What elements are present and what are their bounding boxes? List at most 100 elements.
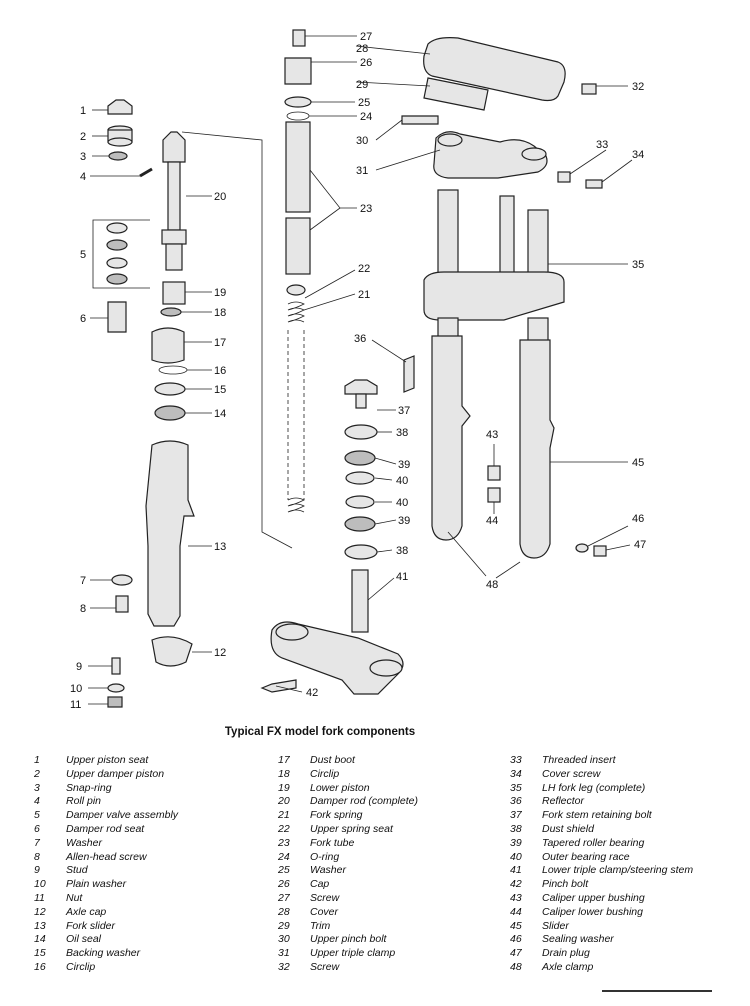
legend-number: 18 xyxy=(278,767,290,780)
leader-lines xyxy=(88,35,633,705)
legend-number: 14 xyxy=(34,933,46,946)
legend-label: Caliper lower bushing xyxy=(542,905,643,918)
legend-number: 32 xyxy=(278,960,290,973)
legend-label: Axle clamp xyxy=(542,960,594,973)
legend-number: 27 xyxy=(278,891,290,904)
legend-label: Screw xyxy=(310,891,340,904)
legend-number: 48 xyxy=(510,960,522,973)
legend-item: 8 Allen-head screw xyxy=(34,851,178,865)
callout-48: 48 xyxy=(486,579,498,591)
callout-labels: 1 2 3 4 5 6 7 8 9 10 11 12 13 14 15 16 1… xyxy=(70,31,646,711)
legend-label: Trim xyxy=(310,919,331,932)
callout-19: 19 xyxy=(214,287,226,299)
legend-label: Allen-head screw xyxy=(66,850,147,863)
callout-26: 26 xyxy=(360,57,372,69)
legend-label: Damper rod (complete) xyxy=(310,795,418,808)
callout-7: 7 xyxy=(80,575,86,587)
legend-label: Oil seal xyxy=(66,933,102,946)
callout-18: 18 xyxy=(214,307,226,319)
legend-item: 9 Stud xyxy=(34,864,178,878)
legend-number: 36 xyxy=(510,795,522,808)
callout-39b: 39 xyxy=(398,515,410,527)
legend-label: Roll pin xyxy=(66,795,102,808)
legend-label: Caliper upper bushing xyxy=(542,891,645,904)
callout-37: 37 xyxy=(398,405,410,417)
damper-rod-assembly xyxy=(92,99,195,708)
callout-33: 33 xyxy=(596,139,608,151)
legend-label: Stud xyxy=(66,864,88,877)
legend-number: 8 xyxy=(34,850,40,863)
callout-42: 42 xyxy=(306,687,318,699)
callout-23: 23 xyxy=(360,203,372,215)
legend-item: 24 O-ring xyxy=(278,851,418,865)
callout-38: 38 xyxy=(396,427,408,439)
callout-13: 13 xyxy=(214,541,226,553)
legend-label: O-ring xyxy=(310,850,340,863)
legend-item: 27 Screw xyxy=(278,892,418,906)
callout-8: 8 xyxy=(80,603,86,615)
legend-label: Fork spring xyxy=(310,809,363,822)
callout-46: 46 xyxy=(632,513,644,525)
legend-label: Fork slider xyxy=(66,919,116,932)
legend-number: 38 xyxy=(510,822,522,835)
legend-number: 20 xyxy=(278,795,290,808)
callout-15: 15 xyxy=(214,384,226,396)
legend-number: 45 xyxy=(510,919,522,932)
callout-22: 22 xyxy=(358,263,370,275)
callout-30: 30 xyxy=(356,135,368,147)
legend-number: 33 xyxy=(510,754,522,766)
legend-number: 9 xyxy=(34,864,40,877)
callout-32: 32 xyxy=(632,81,644,93)
callout-21: 21 xyxy=(358,289,370,301)
legend-label: Damper rod seat xyxy=(66,822,145,835)
legend-number: 4 xyxy=(34,795,40,808)
legend-number: 13 xyxy=(34,919,46,932)
callout-43: 43 xyxy=(486,429,498,441)
legend-number: 37 xyxy=(510,809,522,822)
legend-number: 24 xyxy=(278,850,290,863)
legend-label: Reflector xyxy=(542,795,585,808)
legend-number: 31 xyxy=(278,947,290,960)
legend-label: Circlip xyxy=(66,960,96,973)
callout-27: 27 xyxy=(360,31,372,43)
legend-number: 1 xyxy=(34,754,40,766)
legend-label: Tapered roller bearing xyxy=(542,836,645,849)
legend-label: Cap xyxy=(310,878,330,891)
callout-39: 39 xyxy=(398,459,410,471)
callout-3: 3 xyxy=(80,151,86,163)
callout-16: 16 xyxy=(214,365,226,377)
legend-number: 44 xyxy=(510,905,522,918)
callout-17: 17 xyxy=(214,337,226,349)
legend-label: Upper piston seat xyxy=(66,754,149,766)
callout-1: 1 xyxy=(80,105,86,117)
legend-number: 41 xyxy=(510,864,522,877)
diagram-caption: Typical FX model fork components xyxy=(224,726,416,738)
callout-36: 36 xyxy=(354,333,366,345)
callout-45: 45 xyxy=(632,457,644,469)
legend-number: 23 xyxy=(278,836,290,849)
legend-label: Cover xyxy=(310,905,339,918)
legend-number: 34 xyxy=(510,767,522,780)
callout-41: 41 xyxy=(396,571,408,583)
legend-label: Slider xyxy=(542,919,569,932)
legend-label: Snap-ring xyxy=(66,781,112,794)
